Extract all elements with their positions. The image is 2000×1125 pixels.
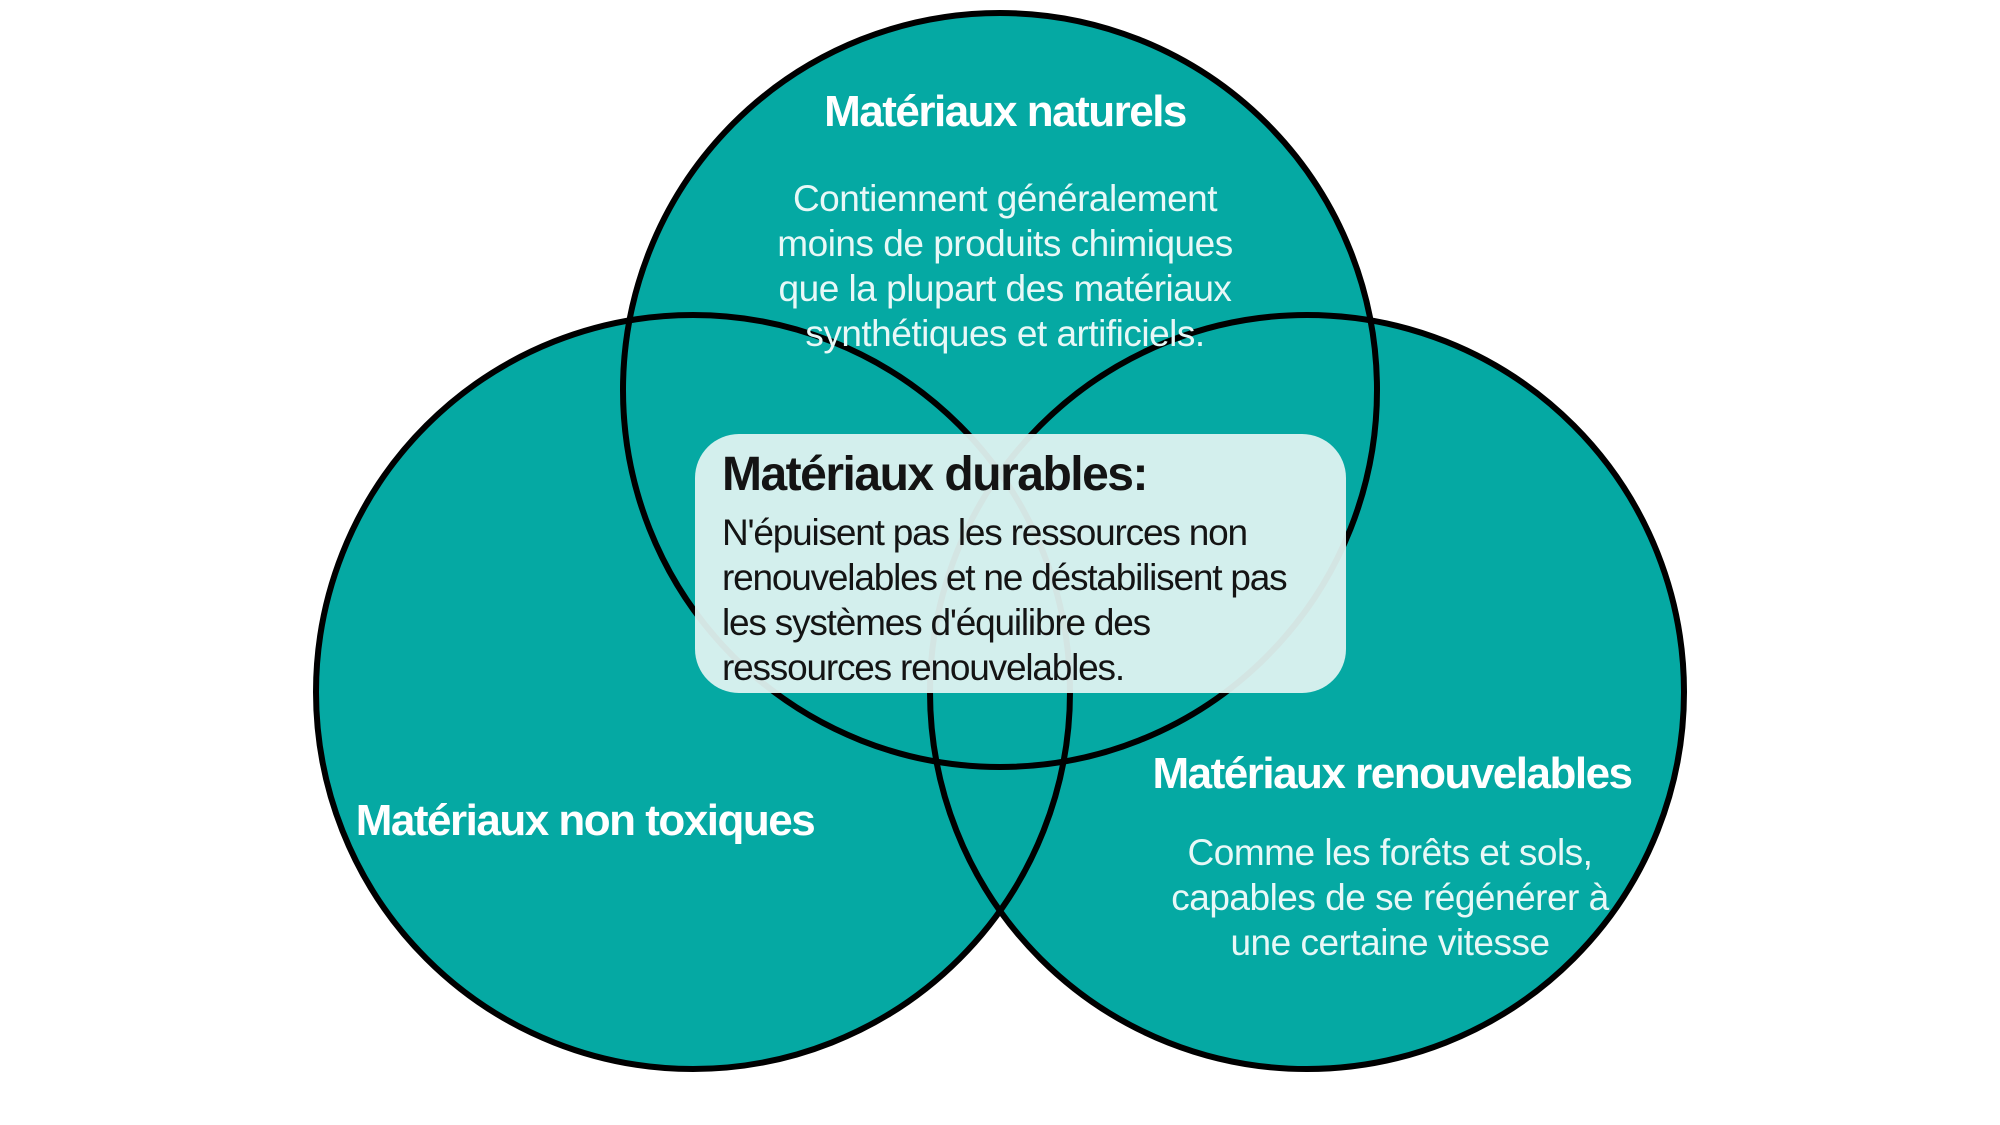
venn-circle-natural-outline [620, 10, 1380, 770]
center-box: Matériaux durables: N'épuisent pas les r… [695, 434, 1346, 693]
renewable-circle-description: Comme les forêts et sols, capables de se… [1171, 832, 1609, 963]
renewable-circle-title: Matériaux renouvelables [1152, 749, 1633, 798]
nontoxic-circle-title: Matériaux non toxiques [355, 796, 816, 845]
center-box-title: Matériaux durables: [722, 448, 1148, 501]
center-box-body: N'épuisent pas les ressources non renouv… [722, 512, 1288, 688]
natural-circle-title: Matériaux naturels [824, 87, 1187, 136]
natural-circle-description: Contiennent généralement moins de produi… [777, 178, 1233, 354]
